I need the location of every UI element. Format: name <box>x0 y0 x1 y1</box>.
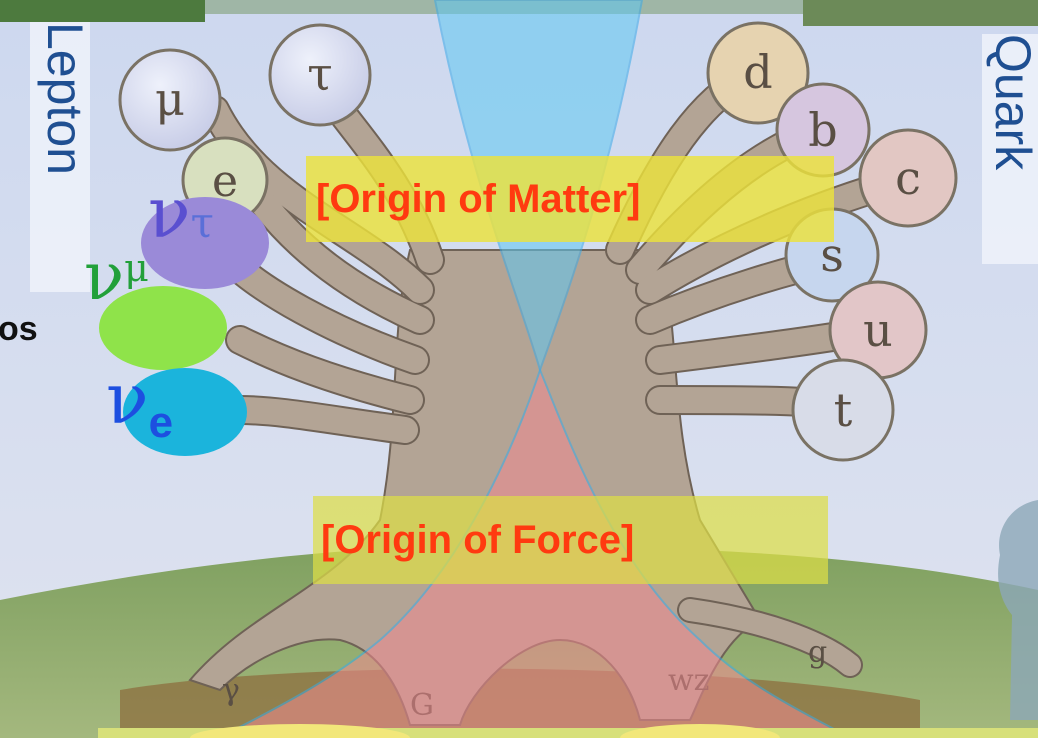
quark-label-d: d <box>743 45 772 99</box>
photo-strip-right <box>803 0 1038 26</box>
quark-label-u: u <box>863 303 893 357</box>
lepton-label: Lepton <box>30 22 90 292</box>
quark-text: Quark <box>988 34 1038 170</box>
quark-label-b: b <box>808 103 837 157</box>
neutrino-e-sub: e <box>149 398 173 447</box>
lepton-text: Lepton <box>40 22 90 175</box>
neutrino-tau-symbol: ν <box>148 172 191 254</box>
quark-label: Quark <box>982 34 1038 264</box>
origin-of-force-banner: [Origin of Force] <box>313 496 828 584</box>
neutrino-mu: νμ <box>84 238 149 315</box>
neutrino-tau: ντ <box>148 172 214 254</box>
quark-label-t: t <box>834 383 853 437</box>
origin-of-force-text: [Origin of Force] <box>321 518 634 563</box>
origin-of-matter-text: [Origin of Matter] <box>316 177 640 222</box>
neutrino-mu-symbol: ν <box>84 238 124 315</box>
quark-label-c: c <box>895 151 921 205</box>
photo-strip-left <box>0 0 205 22</box>
lepton-label-tau: τ <box>307 47 332 101</box>
side-text-fragment: os <box>0 310 38 349</box>
neutrino-mu-sub: μ <box>124 246 149 290</box>
neutrino-e-symbol: ν <box>106 358 149 440</box>
lepton-label-mu: μ <box>155 72 185 126</box>
neutrino-tau-sub: τ <box>191 198 214 247</box>
origin-of-matter-banner: [Origin of Matter] <box>306 156 834 242</box>
boson-label-gamma: γ <box>222 673 240 708</box>
neutrino-e: νe <box>106 358 173 440</box>
boson-label-g: g <box>808 635 827 670</box>
